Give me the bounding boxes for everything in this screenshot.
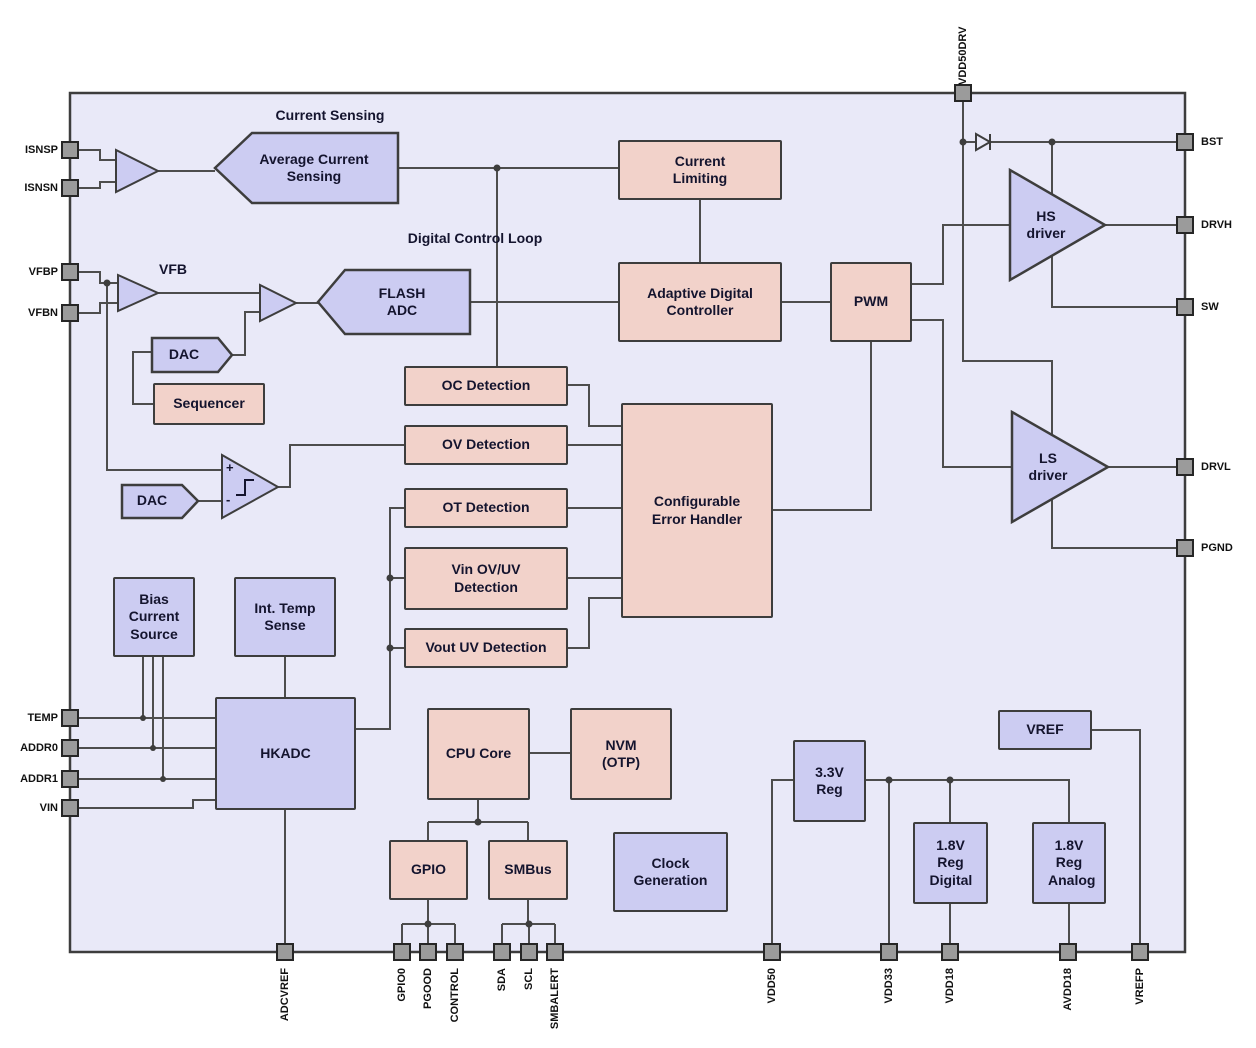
ls-driver-label: LS driver	[1028, 449, 1068, 484]
pin-label-addr1: ADDR1	[20, 773, 58, 785]
adaptive-digital-controller-block: Adaptive Digital Controller	[618, 262, 782, 342]
pin-label-pgnd: PGND	[1201, 542, 1233, 554]
pin-label-vin: VIN	[39, 802, 58, 814]
ls-driver-shape	[1010, 409, 1111, 525]
ot-detection-block: OT Detection	[404, 488, 568, 528]
pin-label-vfbn: VFBN	[28, 307, 58, 319]
oc-detection-block: OC Detection	[404, 366, 568, 406]
pin-label-vdd50drv: VDD50DRV	[957, 26, 969, 86]
dac1-label: DAC	[168, 346, 200, 363]
comparator-plus-sign: +	[226, 460, 234, 475]
pin-label-scl: SCL	[523, 968, 535, 990]
wires	[78, 101, 1177, 944]
pin-label-control: CONTROL	[449, 968, 461, 1023]
flash-adc-label: FLASH ADC	[378, 284, 426, 319]
vref-block: VREF	[998, 710, 1092, 750]
adc-buffer-amp-icon	[259, 283, 299, 323]
dac2-shape	[120, 483, 200, 520]
avg-current-sensing-label: Average Current Sensing	[259, 150, 369, 185]
pin-label-adcvref: ADCVREF	[279, 968, 291, 1022]
pin-label-drvh: DRVH	[1201, 219, 1232, 231]
pin-label-vdd18: VDD18	[944, 968, 956, 1004]
diode-icon	[975, 132, 993, 152]
pin-label-gpio0: GPIO0	[396, 968, 408, 1002]
pwm-block: PWM	[830, 262, 912, 342]
vfb-amp-icon	[117, 273, 161, 313]
avg-current-sensing-shape	[213, 131, 400, 205]
reg-1v8-analog-block: 1.8V Reg Analog	[1032, 822, 1106, 904]
reg-3v3-block: 3.3V Reg	[793, 740, 866, 822]
pin-label-bst: BST	[1201, 136, 1223, 148]
pin-label-drvl: DRVL	[1201, 461, 1231, 473]
ov-comparator-icon	[221, 453, 281, 520]
flash-adc-shape	[316, 268, 472, 336]
isns-amp-icon	[115, 148, 161, 194]
bias-current-source-block: Bias Current Source	[113, 577, 195, 657]
vin-ovuv-detection-block: Vin OV/UV Detection	[404, 547, 568, 610]
pin-label-vfbp: VFBP	[28, 266, 58, 278]
dac1-shape	[150, 336, 234, 374]
pin-label-sda: SDA	[496, 968, 508, 992]
clock-generation-block: Clock Generation	[613, 832, 728, 912]
cpu-core-block: CPU Core	[427, 708, 530, 800]
pin-label-pgood: PGOOD	[422, 968, 434, 1009]
reg-1v8-digital-block: 1.8V Reg Digital	[913, 822, 988, 904]
pin-label-vdd50: VDD50	[766, 968, 778, 1004]
error-handler-block: Configurable Error Handler	[621, 403, 773, 618]
hysteresis-icon	[236, 479, 254, 496]
hs-driver-shape	[1008, 167, 1108, 283]
digital-control-loop-label: Digital Control Loop	[407, 230, 543, 246]
smbus-block: SMBus	[488, 840, 568, 900]
pins	[61, 84, 1194, 961]
vfb-label: VFB	[159, 261, 187, 277]
pin-label-isnsn: ISNSN	[24, 182, 58, 194]
junction-dots	[103, 138, 1056, 928]
pin-label-vrefp: VREFP	[1134, 968, 1146, 1005]
hs-driver-label: HS driver	[1026, 207, 1066, 242]
pin-label-isnsp: ISNSP	[24, 144, 58, 156]
int-temp-sense-block: Int. Temp Sense	[234, 577, 336, 657]
pin-label-sw: SW	[1201, 301, 1219, 313]
sequencer-block: Sequencer	[153, 383, 265, 425]
nvm-otp-block: NVM (OTP)	[570, 708, 672, 800]
pin-label-temp: TEMP	[27, 712, 58, 724]
dac2-label: DAC	[136, 492, 168, 509]
pin-label-avdd18: AVDD18	[1062, 968, 1074, 1011]
current-sensing-label: Current Sensing	[275, 107, 385, 123]
pin-label-addr0: ADDR0	[20, 742, 58, 754]
ov-detection-block: OV Detection	[404, 425, 568, 465]
hkadc-block: HKADC	[215, 697, 356, 810]
pin-label-smbalert: SMBALERT	[549, 968, 561, 1030]
vout-uv-detection-block: Vout UV Detection	[404, 628, 568, 668]
current-limiting-block: Current Limiting	[618, 140, 782, 200]
pin-label-vdd33: VDD33	[883, 968, 895, 1004]
gpio-block: GPIO	[389, 840, 468, 900]
comparator-minus-sign: -	[226, 492, 231, 507]
